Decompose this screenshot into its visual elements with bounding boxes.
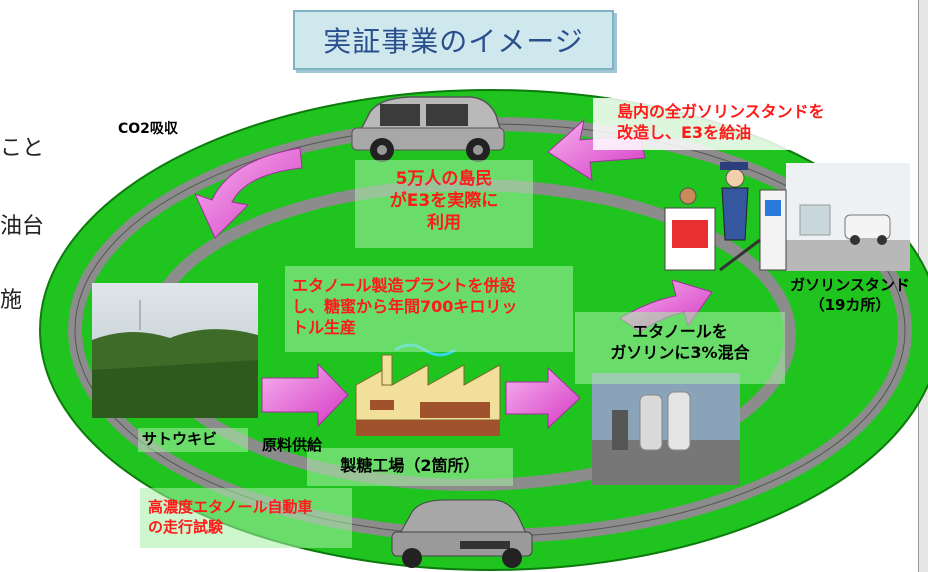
car-test-box (140, 488, 352, 548)
sugarcane-label-box (138, 428, 248, 452)
mix-box (575, 312, 785, 384)
mix-label: エタノールを ガソリンに3%混合 (575, 322, 785, 364)
arrow-to-tanks (505, 366, 581, 430)
plant-line-1: エタノール製造プラントを併設 (292, 276, 516, 295)
car-icon (391, 499, 533, 568)
sugarcane-label: サトウキビ (142, 430, 218, 448)
mix-line-2: ガソリンに3%混合 (610, 342, 750, 362)
car-test-line-1: 高濃度エタノール自動車 (148, 498, 313, 516)
raw-supply-label: 原料供給 (262, 436, 323, 454)
co2-label: CO2吸収 (118, 121, 178, 137)
left-fragment-1: こと (0, 136, 45, 161)
gas-station-label: ガソリンスタンド （19カ所） (775, 276, 925, 315)
gas-station-photo (786, 163, 910, 271)
attendant-icon (679, 162, 749, 241)
islanders-line-1: 5万人の島民 (395, 169, 493, 189)
gas-station-line-2: （19カ所） (809, 295, 891, 314)
factory-icon (355, 343, 501, 436)
ethanol-tank-photo (592, 373, 740, 485)
sugar-factory-label: 製糖工場（2箇所） (340, 456, 480, 475)
stations-label-box (593, 98, 861, 150)
stations-red-line-2: 改造し、E3を給油 (617, 122, 752, 142)
plant-box (285, 266, 573, 352)
mix-line-1: エタノールを (632, 322, 728, 341)
left-fragment-3: 施 (0, 288, 23, 313)
plant-line-3: トル生産 (292, 317, 357, 337)
car-test-line-2: の走行試験 (148, 517, 224, 536)
gas-pump-icon (664, 189, 787, 272)
islanders-line-2: がE3を実際に (389, 191, 499, 212)
factory-label-box (307, 448, 513, 486)
arrow-left-curve (194, 147, 303, 239)
islanders-box (355, 160, 533, 248)
car-test-label: 高濃度エタノール自動車 の走行試験 (148, 498, 358, 537)
islanders-line-3: 利用 (427, 213, 461, 234)
islanders-label: 5万人の島民 がE3を実際に 利用 (355, 168, 533, 234)
left-fragment-2: 油台 (0, 214, 45, 239)
stations-red-line-1: 島内の全ガソリンスタンドを (617, 102, 825, 121)
plant-line-2: し、糖蜜から年間700キロリッ (292, 296, 518, 316)
sugarcane-photo (92, 283, 258, 418)
gas-station-line-1: ガソリンスタンド (790, 276, 910, 294)
title-box: 実証事業のイメージ (293, 10, 614, 70)
stations-red-label: 島内の全ガソリンスタンドを 改造し、E3を給油 (593, 102, 861, 144)
diagram-title: 実証事業のイメージ (323, 25, 584, 58)
plant-label: エタノール製造プラントを併設 し、糖蜜から年間700キロリッ トル生産 (292, 276, 582, 338)
arrow-to-factory (261, 362, 349, 428)
suv-icon (351, 96, 505, 162)
